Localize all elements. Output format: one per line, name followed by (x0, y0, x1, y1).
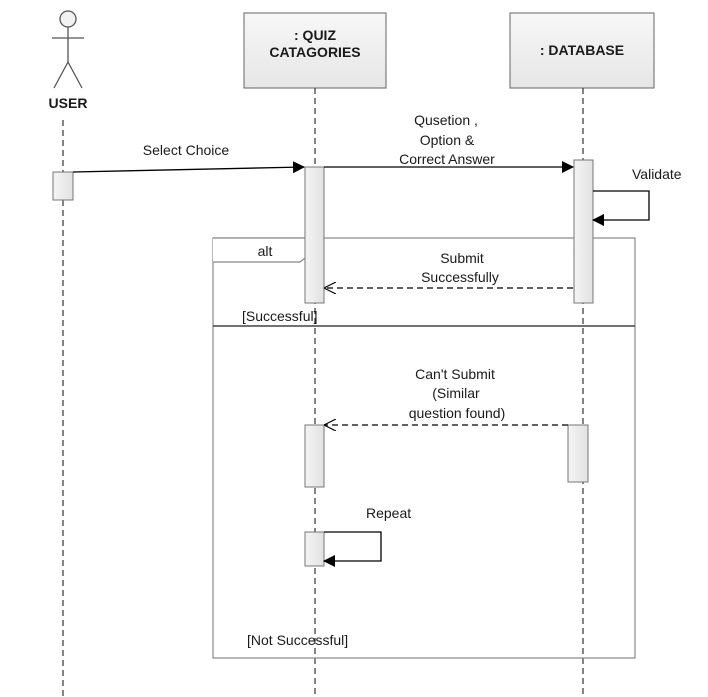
lifeline-header-box (509, 12, 655, 89)
message-submit-successfully: Submit Successfully (325, 250, 573, 288)
message-label-line3: question found) (409, 405, 506, 421)
message-cant-submit: Can't Submit (Similar question found) (325, 366, 568, 425)
activation-bars (52, 159, 594, 567)
activation-database-2 (567, 424, 589, 483)
message-label-line2: (Similar (432, 385, 480, 401)
lifeline-database-title: : DATABASE (540, 42, 624, 58)
actor-user: USER (49, 10, 88, 111)
message-label-line2: Successfully (421, 269, 499, 285)
guard-not-successful: [Not Successful] (247, 632, 348, 648)
message-label: Repeat (366, 505, 411, 521)
message-label-line3: Correct Answer (399, 151, 495, 167)
message-label: Select Choice (143, 142, 230, 158)
lifeline-quiz-title-line2: CATAGORIES (269, 44, 360, 60)
message-question-option-answer: Qusetion , Option & Correct Answer (324, 112, 574, 173)
message-label: Validate (632, 166, 682, 182)
message-label-line1: Can't Submit (415, 366, 495, 382)
activation-quiz-1 (304, 166, 325, 304)
activation-user (52, 171, 74, 201)
message-repeat-self: Repeat (323, 505, 411, 567)
message-validate-self: Validate (592, 166, 682, 226)
message-select-choice: Select Choice (72, 142, 305, 174)
alt-operator-label: alt (258, 243, 273, 259)
lifeline-database: : DATABASE (509, 12, 655, 89)
message-label-line1: Qusetion , (414, 112, 478, 128)
actor-label: USER (49, 95, 88, 111)
message-label-line2: Option & (420, 132, 475, 148)
activation-quiz-3 (304, 531, 325, 567)
message-label-line1: Submit (440, 250, 484, 266)
activation-database-1 (573, 159, 594, 304)
lifeline-header-box (243, 12, 387, 89)
message-arrow (72, 161, 305, 174)
alt-fragment-frame (212, 237, 636, 659)
activation-quiz-2 (304, 424, 325, 488)
actor-stick-figure-icon (52, 10, 84, 89)
self-message-arrow (592, 190, 650, 226)
lifeline-quiz-title-line1: : QUIZ (294, 27, 336, 43)
self-message-arrow (323, 531, 382, 567)
alt-fragment: alt [Successful] [Not Successful] (212, 237, 636, 659)
lifeline-quiz-categories: : QUIZ CATAGORIES (243, 12, 387, 89)
guard-successful: [Successful] (242, 308, 317, 324)
